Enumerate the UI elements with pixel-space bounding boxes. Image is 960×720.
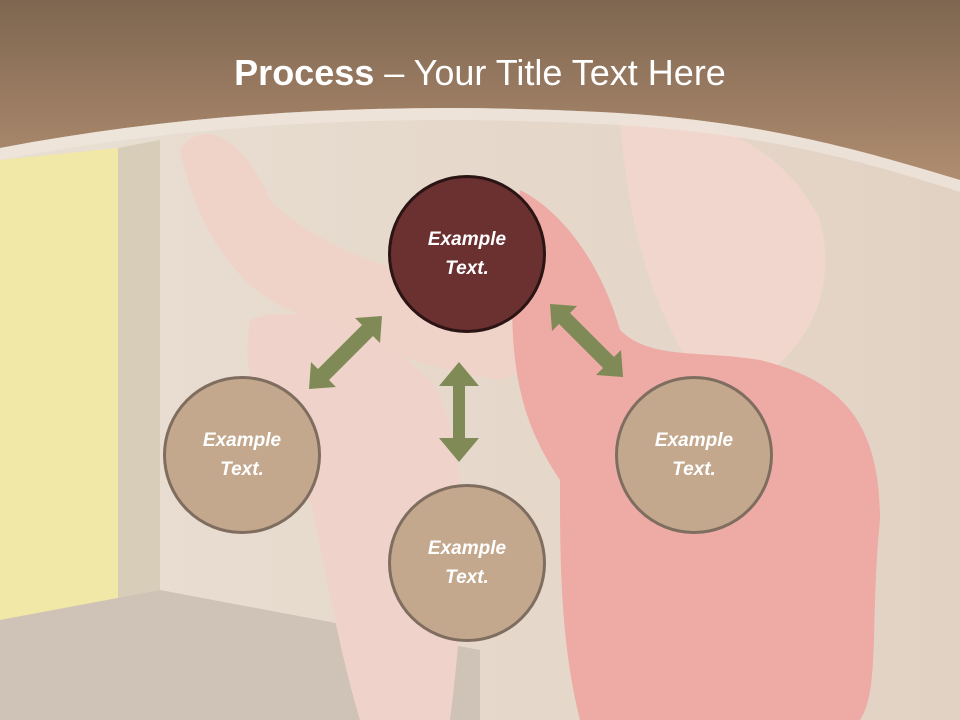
process-node-left[interactable]: Example Text.	[163, 376, 321, 534]
title-bold: Process	[234, 52, 375, 93]
process-node-bottom[interactable]: Example Text.	[388, 484, 546, 642]
process-node-center[interactable]: Example Text.	[388, 175, 546, 333]
title-rest: – Your Title Text Here	[374, 52, 726, 93]
node-center-line2: Text.	[445, 258, 489, 279]
node-bottom-line1: Example	[427, 538, 507, 559]
slide-title: Process – Your Title Text Here	[0, 52, 960, 94]
node-bottom-line2: Text.	[445, 567, 489, 588]
node-left-line2: Text.	[220, 459, 264, 480]
node-right-line1: Example	[654, 430, 734, 451]
process-node-right[interactable]: Example Text.	[615, 376, 773, 534]
node-left-line1: Example	[202, 430, 282, 451]
node-right-line2: Text.	[672, 459, 716, 480]
node-center-line1: Example	[427, 229, 507, 250]
